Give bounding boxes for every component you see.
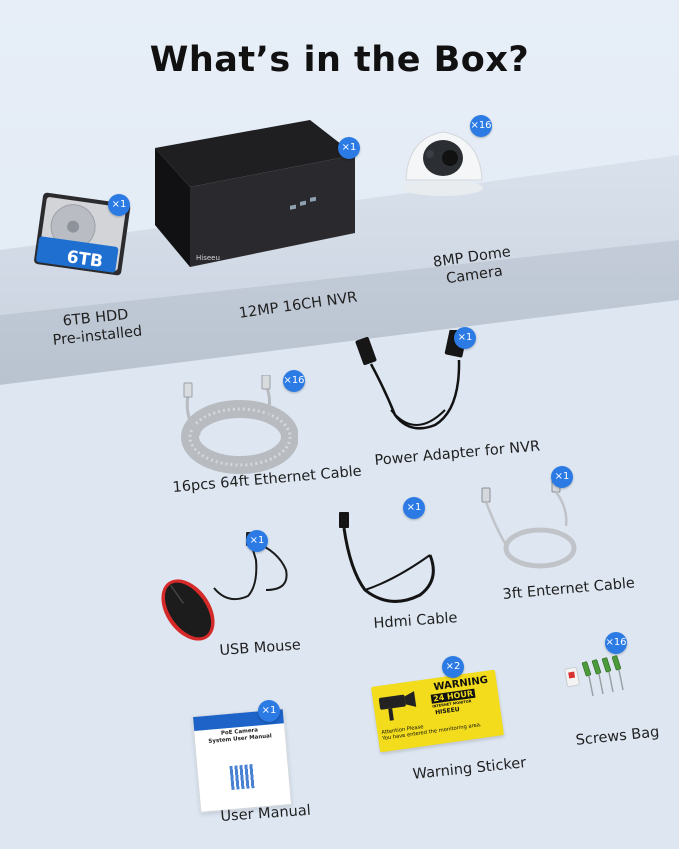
power-qty-badge: ×1 — [454, 327, 476, 349]
nvr-brand: Hiseeu — [196, 254, 220, 262]
ethernet-qty-badge: ×16 — [283, 370, 305, 392]
manual-qty-badge: ×1 — [258, 700, 280, 722]
camera-qty-badge: ×16 — [470, 115, 492, 137]
screws-bag-image — [564, 655, 624, 697]
ethernet-cable-image — [181, 375, 298, 474]
nvr-qty-badge: ×1 — [338, 137, 360, 159]
warning-sticker-image: WARNING 24 HOUR INTERNET MONITOR HISEEU … — [371, 669, 504, 753]
dome-camera-image — [403, 131, 483, 196]
user-manual-image: PoE Camera System User Manual — [191, 708, 293, 813]
page-title: What’s in the Box? — [149, 40, 530, 80]
screws-qty-badge: ×16 — [605, 632, 627, 654]
sticker-qty-badge: ×2 — [442, 656, 464, 678]
sticker-camera-icon — [378, 691, 417, 721]
nvr-image: Hiseeu — [155, 120, 355, 267]
short-ethernet-cable-image — [481, 478, 577, 569]
manual-qr-code — [229, 764, 256, 791]
usb-mouse-image — [161, 532, 288, 641]
hdmi-qty-badge: ×1 — [403, 497, 425, 519]
hdd-image: 6TB — [34, 192, 131, 276]
short-ethernet-qty-badge: ×1 — [551, 466, 573, 488]
hdd-qty-badge: ×1 — [108, 194, 130, 216]
mouse-qty-badge: ×1 — [246, 530, 268, 552]
hdmi-cable-image — [339, 512, 435, 603]
